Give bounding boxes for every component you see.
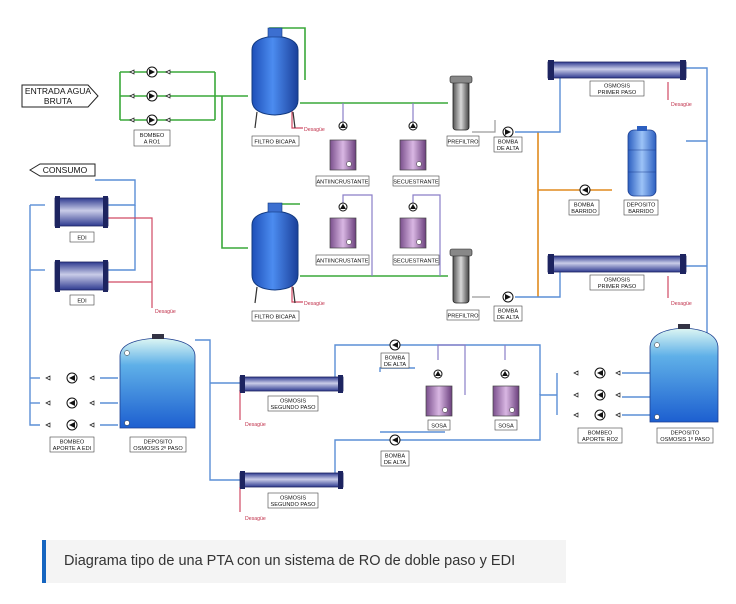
flush-tank-label-1: DEPOSITO — [627, 203, 656, 209]
drain-label-filter-top: Desagüe — [304, 127, 325, 133]
inlet-label-line2: BRUTA — [44, 96, 73, 106]
ro2-feed-label-1: BOMBEO — [588, 431, 613, 437]
edi-bottom-label: EDI — [77, 298, 87, 304]
tank-ro1-label-1: DEPOSITO — [671, 431, 700, 437]
prefilter-bottom-label: PREFILTRO — [448, 313, 480, 319]
hp-pump-ro1-bottom: BOMBA DE ALTA — [493, 291, 523, 322]
consumption-outlet: CONSUMO — [29, 163, 96, 177]
ro1-top-label-2: PRIMER PASO — [598, 90, 637, 96]
dosing-sequestrant-bottom: SECUESTRANTE — [392, 202, 440, 266]
hp-pump-ro2-top: BOMBA DE ALTA — [380, 339, 410, 369]
pump-group-ro1: BOMBEO A RO1 — [129, 66, 171, 147]
soda-left-label: SOSA — [431, 423, 447, 429]
dosing-sequestrant-top: SECUESTRANTE — [392, 121, 440, 187]
drain-label-ro2-top: Desagüe — [245, 422, 266, 428]
ro2-bottom-label-1: OSMOSIS — [280, 496, 306, 502]
antiscalant-bottom-label: ANTIINCRUSTANTE — [316, 258, 368, 264]
drain-label-filter-bottom: Desagüe — [304, 301, 325, 307]
hp-pump-ro2-top-label-2: DE ALTA — [384, 362, 406, 368]
drain-label-ro1-top: Desagüe — [671, 102, 692, 108]
red-pipes — [108, 82, 669, 512]
ro2-membrane-bottom: OSMOSIS SEGUNDO PASO Desagüe — [239, 471, 344, 522]
bilayer-filter-bottom: FILTRO BICAPA — [251, 202, 300, 322]
edi-module-bottom: EDI — [54, 260, 109, 306]
purple-pipes — [342, 103, 506, 395]
ro1-bottom-label-2: PRIMER PASO — [598, 284, 637, 290]
tank-ro1-label-2: OSMOSIS 1º PASO — [660, 436, 710, 443]
flush-pump-label-1: BOMBA — [574, 203, 594, 209]
flush-pump-label-2: BARRIDO — [571, 209, 597, 215]
edi-feed-label-1: BOMBEO — [60, 440, 85, 446]
ro1-bottom-label-1: OSMOSIS — [604, 278, 630, 284]
hp-pump-bottom-label-1: BOMBA — [498, 309, 518, 315]
hp-pump-top-label-2: DE ALTA — [497, 146, 519, 152]
dosing-antiscalant-top: ANTIINCRUSTANTE — [315, 121, 370, 187]
ro1-membrane-top: OSMOSIS PRIMER PASO Desagüe — [547, 60, 692, 108]
raw-water-inlet: ENTRADA AGUA BRUTA — [21, 84, 99, 108]
ro2-membrane-top: OSMOSIS SEGUNDO PASO Desagüe — [239, 375, 344, 428]
hp-pump-ro2-bottom-label-1: BOMBA — [385, 454, 405, 460]
prefilter-bottom: PREFILTRO — [446, 248, 480, 321]
edi-feed-label-2: APORTE A EDI — [53, 446, 92, 452]
ro1-membrane-bottom: OSMOSIS PRIMER PASO Desagüe — [547, 254, 692, 307]
pump-group-ro1-label-1: BOMBEO — [140, 133, 165, 139]
ro2-bottom-label-2: SEGUNDO PASO — [271, 502, 317, 508]
prefilter-top-label: PREFILTRO — [448, 139, 480, 145]
ro2-top-label-2: SEGUNDO PASO — [271, 405, 317, 411]
flush-tank: DEPOSITO BARRIDO — [623, 126, 659, 216]
pump-group-ro1-label-2: A RO1 — [144, 140, 160, 146]
outlet-label: CONSUMO — [43, 165, 88, 175]
orange-pipes — [537, 132, 612, 297]
filter-top-label: FILTRO BICAPA — [254, 140, 295, 146]
tank-ro2: DEPOSITO OSMOSIS 2º PASO — [119, 334, 196, 453]
prefilter-top: PREFILTRO — [446, 75, 480, 147]
flush-tank-label-2: BARRIDO — [628, 209, 654, 215]
filter-bottom-label: FILTRO BICAPA — [254, 315, 295, 321]
soda-right-label: SOSA — [498, 423, 514, 429]
sequestrant-bottom-label: SECUESTRANTE — [393, 258, 439, 264]
hp-pump-ro2-top-label-1: BOMBA — [385, 356, 405, 362]
ro2-feed-label-2: APORTE RO2 — [582, 437, 618, 443]
flush-pump: BOMBA BARRIDO — [568, 184, 600, 216]
hp-pump-top-label-1: BOMBA — [498, 140, 518, 146]
pump-group-edi: BOMBEO APORTE A EDI — [45, 372, 95, 453]
grey-pipes — [472, 120, 496, 298]
antiscalant-top-label: ANTIINCRUSTANTE — [316, 179, 368, 185]
process-flow-diagram: ENTRADA AGUA BRUTA CONSUMO BOMBEO A RO1 … — [21, 27, 719, 522]
hp-pump-bottom-label-2: DE ALTA — [497, 315, 519, 321]
pump-group-ro2: BOMBEO APORTE RO2 — [573, 367, 623, 444]
figure-caption: Diagrama tipo de una PTA con un sistema … — [42, 540, 566, 583]
dosing-antiscalant-bottom: ANTIINCRUSTANTE — [315, 202, 370, 266]
tank-ro2-label-1: DEPOSITO — [144, 440, 173, 446]
ro2-top-label-1: OSMOSIS — [280, 399, 306, 405]
drain-label-ro1-bottom: Desagüe — [671, 301, 692, 307]
inlet-label-line1: ENTRADA AGUA — [25, 86, 91, 96]
edi-module-top: EDI — [54, 196, 109, 243]
tank-ro2-label-2: OSMOSIS 2º PASO — [133, 445, 183, 452]
hp-pump-ro2-bottom-label-2: DE ALTA — [384, 460, 406, 466]
drain-label-edi: Desagüe — [155, 309, 176, 315]
sequestrant-top-label: SECUESTRANTE — [393, 179, 439, 185]
tank-ro1: DEPOSITO OSMOSIS 1º PASO — [649, 324, 719, 444]
dosing-soda-left: SOSA — [425, 369, 453, 431]
edi-top-label: EDI — [77, 235, 87, 241]
hp-pump-ro1-top: BOMBA DE ALTA — [493, 126, 523, 153]
drain-label-ro2-bottom: Desagüe — [245, 516, 266, 522]
dosing-soda-right: SOSA — [492, 369, 520, 431]
ro1-top-label-1: OSMOSIS — [604, 84, 630, 90]
caption-text: Diagrama tipo de una PTA con un sistema … — [64, 553, 516, 569]
bilayer-filter-top: FILTRO BICAPA — [251, 27, 300, 147]
hp-pump-ro2-bottom: BOMBA DE ALTA — [380, 434, 410, 467]
